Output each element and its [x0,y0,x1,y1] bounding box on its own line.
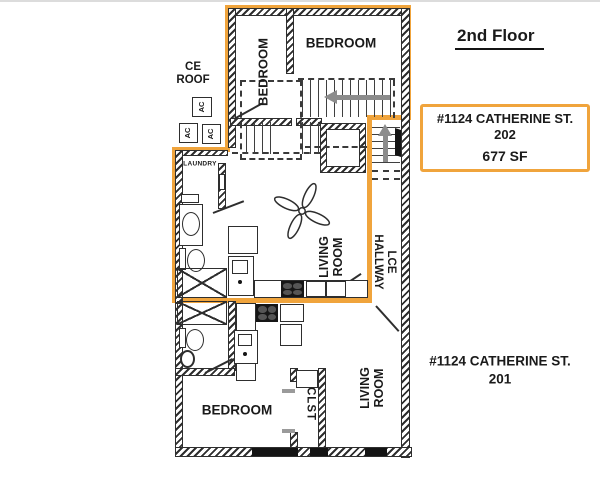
unit-202-outline-jog [367,115,411,120]
wall-left-201 [175,303,183,455]
room-label-bedroom-top-left: BEDROOM [255,38,271,106]
stair-up-arrow-shaft [383,136,388,162]
unit-202-outline-bottom [172,298,372,303]
stair-tread [310,80,311,117]
unit-202-area: 677 SF [482,148,528,164]
closet-door-jamb [282,389,295,393]
unit-202-outline-right-mid [367,115,372,303]
wall-clst-right [318,368,326,448]
dashed-stair-right [393,80,395,118]
ac-unit-box [202,124,221,144]
stove-icon [281,281,304,297]
stair-black-wedge [395,128,401,157]
top-edge-line [0,0,600,2]
toilet-tank [179,248,186,270]
counter-divider [280,304,304,322]
room-label-clst: CLST [304,386,317,422]
unit-202-number: 202 [494,126,516,142]
sink-icon [180,350,195,368]
shaft-dashed-line [305,146,367,148]
stair-tread [310,122,311,154]
door-swing [375,305,400,332]
unit-202-info-box: #1124 CATHERINE ST. 202 677 SF [420,104,590,172]
dashed-stair-top [298,78,395,80]
ac-unit-label: AC [205,128,215,140]
bottom-wall-black-a [252,448,298,456]
kitchen-sink-basin [238,334,252,346]
room-label-laundry: LAUNDRY [183,160,217,168]
wall-bath201-bottom [175,368,235,376]
stair-down-arrow-icon [324,90,337,104]
wall-top [228,8,408,16]
ac-unit-box [179,123,198,143]
bottom-wall-black-c [365,448,387,456]
shaft-interior [326,129,360,167]
room-label-bedroom-201: BEDROOM [201,402,273,418]
stair-up-arrow-icon [378,124,392,136]
toilet-tank [179,328,186,348]
unit-202-address: #1124 CATHERINE ST. [436,110,574,126]
wall-bedroom-divider [286,8,294,74]
stair-tread [246,122,247,154]
laundry-wall-window [219,174,225,190]
stair-tread [262,122,263,154]
unit-201-label: #1124 CATHERINE ST. 201 [429,352,571,387]
bottom-wall-black-b [310,448,328,456]
room-label-bedroom-top-right: BEDROOM [305,35,377,51]
wall-left-upper-block [228,8,236,148]
wall-stair-landing-a [230,118,292,126]
unit-202-outline-left-upper [225,5,230,152]
dashed-open-area [240,80,302,160]
wall-stair-landing-b [296,118,322,126]
vanity-box [181,194,199,203]
unit-201-address: #1124 CATHERINE ST. [429,353,571,369]
ac-unit-label: AC [196,101,206,113]
stove-icon [256,304,278,322]
stair-tread [372,162,400,163]
ceiling-fan-icon [273,182,331,240]
wall-clst-left-stub-b [290,432,298,448]
closet-rod-box [296,370,318,388]
counter-divider [306,281,326,297]
ac-unit-label: AC [182,127,192,139]
fridge-box [280,324,302,346]
page-title: 2nd Floor [455,26,545,50]
stair-tread [302,80,303,117]
stair-tread [270,122,271,154]
unit-202-outline-laundry-top [172,147,230,152]
stair-down-arrow-shaft [337,95,390,100]
shower-icon [177,301,227,325]
closet-door-jamb [282,429,295,433]
stair-tread [318,122,319,154]
stair-tread [318,80,319,117]
faucet-dot [243,352,247,356]
dashed-hall-b [372,178,400,180]
dashed-laundry-run [232,152,320,154]
unit-202-outline-top [225,5,411,10]
kitchen-sink-basin [232,260,248,274]
faucet-dot [238,280,242,284]
kitchen-cabinet [228,226,258,254]
unit-201-number: 201 [488,371,512,386]
ac-unit-box [192,97,212,117]
stair-tread [302,122,303,154]
sink-icon [182,212,200,236]
wall-right-outer [401,8,410,458]
dashed-hall-a [372,170,400,172]
stair-tread [254,122,255,154]
counter-divider [326,281,346,297]
unit-202-outline-left [172,147,177,303]
toilet-icon [186,329,204,351]
shower-icon [177,268,227,298]
stair-tread [390,80,391,117]
